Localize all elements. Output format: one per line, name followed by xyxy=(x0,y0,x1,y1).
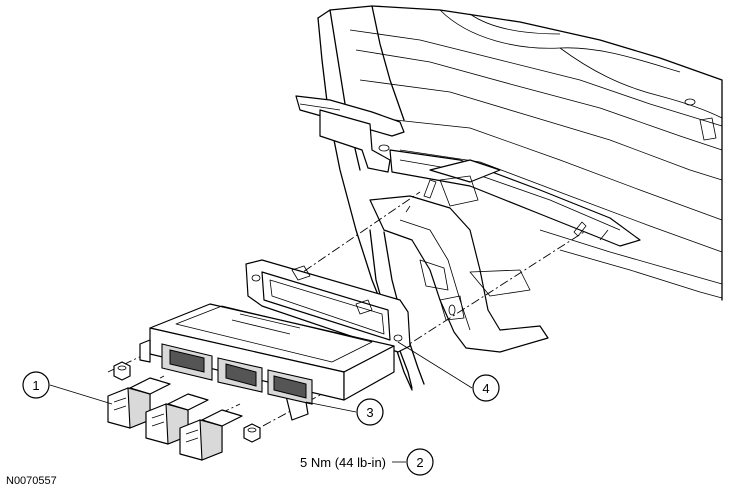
callout-1-number: 1 xyxy=(32,378,39,393)
callout-3: 3 xyxy=(356,398,384,426)
retaining-nuts xyxy=(113,361,261,443)
pcm-module xyxy=(139,303,395,421)
callout-4: 4 xyxy=(472,374,500,402)
torque-spec-label: 5 Nm (44 lb-in) xyxy=(300,455,386,470)
figure-id: N0070557 xyxy=(6,475,57,487)
callout-2-number: 2 xyxy=(416,455,423,470)
vehicle-body-structure xyxy=(295,5,723,391)
mounting-bracket-frame xyxy=(245,259,411,353)
callout-4-number: 4 xyxy=(482,381,489,396)
callout-1: 1 xyxy=(22,371,50,399)
leader-lines xyxy=(49,341,473,463)
callout-3-number: 3 xyxy=(366,405,373,420)
electrical-connectors xyxy=(107,377,243,461)
callout-2: 2 5 Nm (44 lb-in) xyxy=(300,448,434,476)
